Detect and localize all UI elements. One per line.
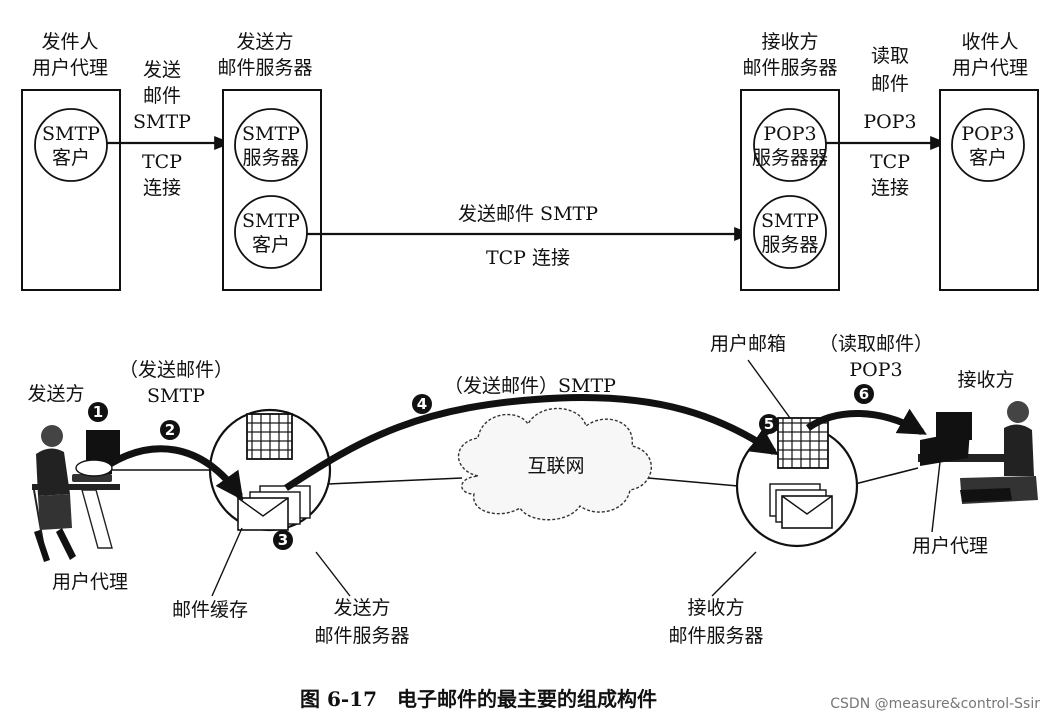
step6-label-1: （读取邮件） [819, 333, 933, 355]
step2-label-1: （发送邮件） [119, 359, 233, 381]
top-sender-server: 发送方 邮件服务器 SMTP 服务器 SMTP 客户 [217, 31, 322, 291]
cache-pointer-line [211, 527, 243, 597]
receiver-server-circle1-line2: 服务器器 [752, 147, 828, 169]
link3-below-2: 连接 [871, 177, 909, 199]
sender-server-circle1-line1: SMTP [242, 123, 300, 145]
sender-server-label-1: 发送方 [333, 597, 390, 619]
receiver-server-circle2-line1: SMTP [761, 210, 819, 232]
internet-to-receiver-line [647, 477, 739, 487]
sender-server-label-2: 邮件服务器 [314, 625, 409, 647]
sender-agent-title-1: 发件人 [41, 31, 98, 53]
step4-label: （发送邮件）SMTP [444, 375, 616, 397]
receiver-agent-title-1: 收件人 [961, 31, 1018, 53]
link1-below-1: TCP [142, 151, 182, 173]
sender-server-title-1: 发送方 [236, 31, 293, 53]
receiver-envelopes-icon [769, 483, 833, 529]
receiver-server-title-1: 接收方 [761, 31, 818, 53]
sender-label: 发送方 [27, 383, 84, 405]
step-1-badge: 1 [88, 402, 108, 422]
figure-caption: 图 6-17 电子邮件的最主要的组成构件 [300, 687, 657, 711]
receiver-agent-label: 用户代理 [912, 535, 988, 557]
step2-arrow [108, 445, 244, 501]
sender-cache-envelopes-icon [237, 485, 311, 531]
receiver-server-title-2: 邮件服务器 [742, 57, 837, 79]
top-link-1: 发送 邮件 SMTP TCP 连接 [107, 59, 232, 199]
mailbox-label: 用户邮箱 [710, 333, 786, 355]
sender-agent-circle-line1: SMTP [42, 123, 100, 145]
receiver-agent-pointer-line [931, 461, 941, 533]
sender-agent-smtp-client-circle [34, 108, 108, 182]
receiver-agent-pop3-client-circle [951, 108, 1025, 182]
receiver-agent-box [939, 89, 1039, 291]
receiver-server-pointer-line [711, 551, 757, 597]
sender-server-circle1-line2: 服务器 [242, 147, 299, 169]
top-sender-agent: 发件人 用户代理 SMTP 客户 [21, 31, 121, 291]
mail-cache-label: 邮件缓存 [172, 599, 248, 621]
step-4-number: 4 [417, 395, 427, 413]
link3-above-1: 读取 [871, 45, 909, 67]
link3-above-3: POP3 [863, 111, 916, 133]
link1-above-2: 邮件 [143, 85, 181, 107]
step-5-number: 5 [764, 415, 774, 433]
top-link-2: 发送邮件 SMTP TCP 连接 [307, 203, 752, 269]
step-5-badge: 5 [759, 414, 779, 434]
step-6-number: 6 [859, 385, 869, 403]
receiver-server-pop3-server-circle [753, 108, 827, 182]
link3-below-1: TCP [870, 151, 910, 173]
step2-label-2: SMTP [147, 385, 205, 407]
sender-user-icon [32, 425, 120, 562]
step6-arrow [805, 408, 927, 436]
sender-server-pointer-line [315, 551, 351, 597]
link2-below: TCP 连接 [486, 247, 570, 269]
top-receiver-server: 接收方 邮件服务器 POP3 服务器器 SMTP 服务器 [740, 31, 840, 291]
receiver-agent-circle-line2: 客户 [969, 147, 1007, 169]
sender-agent-title-2: 用户代理 [32, 57, 108, 79]
sender-server-smtp-client-circle [234, 195, 308, 269]
sender-agent-label: 用户代理 [52, 571, 128, 593]
step-2-badge: 2 [160, 420, 180, 440]
internet-label: 互联网 [527, 455, 584, 477]
csdn-watermark: CSDN @measure&control-Ssir [830, 696, 1040, 712]
sender-server-title-2: 邮件服务器 [217, 57, 312, 79]
receiver-server-label-1: 接收方 [687, 597, 744, 619]
step4-arrow [284, 394, 779, 491]
link1-above-1: 发送 [143, 59, 181, 81]
sender-server-smtp-server-circle [234, 108, 308, 182]
receiver-server-circle2-line2: 服务器 [761, 234, 818, 256]
internet-cloud: 互联网 [458, 407, 652, 521]
sender-server-mailbox-grid-icon [246, 413, 293, 460]
step-2-number: 2 [165, 421, 175, 439]
receiver-user-icon [918, 401, 1038, 504]
sender-server-circle2-line2: 客户 [252, 234, 290, 256]
receiver-agent-title-2: 用户代理 [952, 57, 1028, 79]
mailbox-pointer-line [747, 359, 791, 419]
receiver-server-to-agent-line [854, 467, 919, 485]
top-receiver-agent: 收件人 用户代理 POP3 客户 [939, 31, 1039, 291]
sender-agent-circle-line2: 客户 [52, 147, 90, 169]
receiver-server-smtp-server-circle [753, 195, 827, 269]
receiver-server-label-2: 邮件服务器 [668, 625, 763, 647]
step-1-number: 1 [93, 403, 103, 421]
receiver-user-mailbox-grid-icon [777, 417, 829, 469]
receiver-agent-circle-line1: POP3 [961, 123, 1014, 145]
receiver-label: 接收方 [957, 369, 1014, 391]
top-link-3: 读取 邮件 POP3 TCP 连接 [826, 45, 948, 199]
step-3-badge: 3 [273, 530, 293, 550]
link2-above: 发送邮件 SMTP [458, 203, 598, 225]
receiver-server-circle1-line1: POP3 [763, 123, 816, 145]
sender-mail-server-circle [208, 408, 332, 532]
step-6-badge: 6 [854, 384, 874, 404]
step-3-number: 3 [278, 531, 288, 549]
server-to-internet-line [327, 477, 463, 485]
sender-server-circle2-line1: SMTP [242, 210, 300, 232]
link1-below-2: 连接 [143, 177, 181, 199]
receiver-mail-server-circle [735, 417, 859, 548]
step-4-badge: 4 [412, 394, 432, 414]
step6-label-2: POP3 [849, 359, 902, 381]
link1-above-3: SMTP [133, 111, 191, 133]
link3-above-2: 邮件 [871, 73, 909, 95]
